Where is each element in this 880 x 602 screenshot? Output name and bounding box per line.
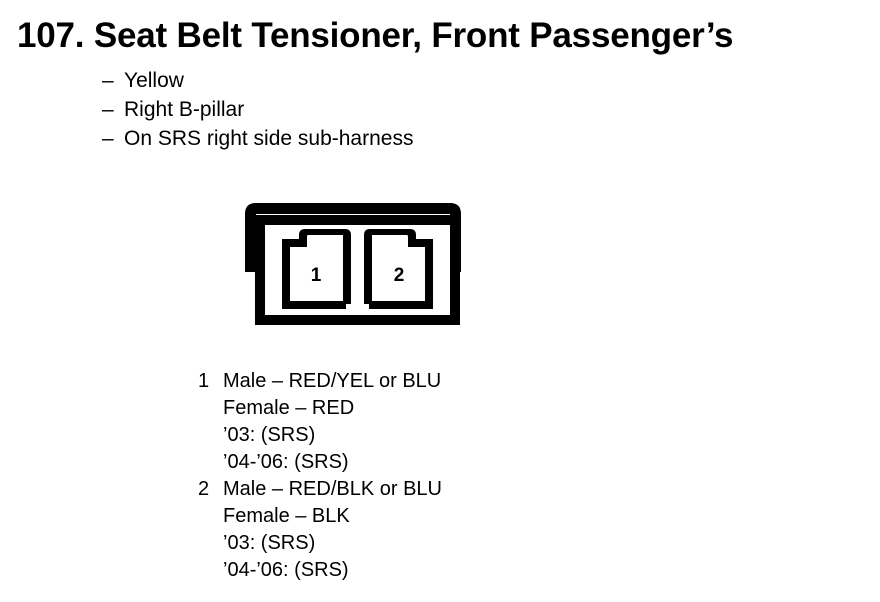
pin-number: 1 <box>198 370 210 392</box>
pin-line-female: Female – BLK <box>223 505 350 527</box>
attribute-label: Right B-pillar <box>124 98 245 121</box>
pin-line-male: Male – RED/YEL or BLU <box>223 370 442 392</box>
pin-line-male: Male – RED/BLK or BLU <box>223 478 442 500</box>
cavity-number-1: 1 <box>311 265 322 286</box>
pin-line-year-03: ’03: (SRS) <box>223 424 316 446</box>
attribute-label: On SRS right side sub-harness <box>124 127 414 150</box>
pin-legend: 1 Male – RED/YEL or BLU Female – RED ’03… <box>198 368 718 584</box>
cavity-number-2: 2 <box>394 265 405 286</box>
pin-row: ’04-’06: (SRS) <box>198 449 718 476</box>
attribute-item-color: – Yellow <box>102 66 802 95</box>
pin-row: Female – BLK <box>198 503 718 530</box>
pin-row: 2 Male – RED/BLK or BLU <box>198 476 718 503</box>
pin-number: 2 <box>198 478 210 500</box>
connector-cavity-1 <box>282 229 351 309</box>
pin-line-female: Female – RED <box>223 397 355 419</box>
attribute-list: – Yellow – Right B-pillar – On SRS right… <box>102 66 802 153</box>
pin-row: ’03: (SRS) <box>198 530 718 557</box>
pin-line-year-03: ’03: (SRS) <box>223 532 316 554</box>
pin-line-year-0406: ’04-’06: (SRS) <box>223 559 349 581</box>
em-dash-icon: – <box>102 69 114 92</box>
pin-group-2: 2 Male – RED/BLK or BLU Female – BLK ’03… <box>198 476 718 584</box>
connector-outer-shroud <box>245 203 461 272</box>
page-title: 107. Seat Belt Tensioner, Front Passenge… <box>17 16 734 56</box>
attribute-label: Yellow <box>124 69 184 92</box>
attribute-item-location: – Right B-pillar <box>102 95 802 124</box>
pin-row: Female – RED <box>198 395 718 422</box>
em-dash-icon: – <box>102 98 114 121</box>
pin-row: ’04-’06: (SRS) <box>198 557 718 584</box>
pin-group-1: 1 Male – RED/YEL or BLU Female – RED ’03… <box>198 368 718 476</box>
connector-face-view: 1 2 <box>245 203 461 325</box>
em-dash-icon: – <box>102 127 114 150</box>
pin-line-year-0406: ’04-’06: (SRS) <box>223 451 349 473</box>
pin-row: 1 Male – RED/YEL or BLU <box>198 368 718 395</box>
page-title-number: 107. <box>17 16 85 55</box>
connector-cavity-2 <box>364 229 433 309</box>
pin-row: ’03: (SRS) <box>198 422 718 449</box>
attribute-item-harness: – On SRS right side sub-harness <box>102 124 802 153</box>
page-title-text: Seat Belt Tensioner, Front Passenger’s <box>93 16 734 55</box>
connector-diagram: 1 2 <box>228 194 478 339</box>
